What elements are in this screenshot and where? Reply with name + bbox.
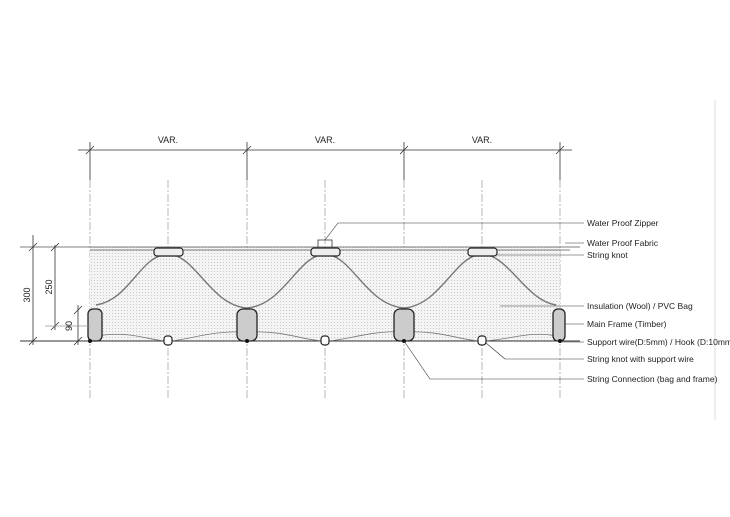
label-string-knot: String knot bbox=[587, 250, 628, 260]
height-dimensions bbox=[28, 235, 90, 346]
dim-total-height: 300 bbox=[22, 287, 32, 302]
bottom-string-knots bbox=[163, 335, 487, 346]
dim-insulation-height: 250 bbox=[44, 279, 54, 294]
label-string-connection: String Connection (bag and frame) bbox=[587, 374, 718, 384]
insulation-fill bbox=[90, 247, 560, 341]
span-label-1: VAR. bbox=[158, 135, 178, 145]
label-support-wire: Support wire(D:5mm) / Hook (D:10mm) bbox=[587, 337, 730, 347]
label-insulation: Insulation (Wool) / PVC Bag bbox=[587, 301, 693, 311]
callout-labels: Water Proof Zipper Water Proof Fabric St… bbox=[587, 218, 730, 384]
label-water-proof-zipper: Water Proof Zipper bbox=[587, 218, 659, 228]
span-dimension bbox=[78, 142, 572, 180]
string-knots bbox=[153, 247, 498, 257]
label-string-knot-support-wire: String knot with support wire bbox=[587, 354, 694, 364]
span-label-3: VAR. bbox=[472, 135, 492, 145]
leader-lines bbox=[324, 222, 584, 380]
label-main-frame: Main Frame (Timber) bbox=[587, 319, 667, 329]
label-water-proof-fabric: Water Proof Fabric bbox=[587, 238, 659, 248]
dim-frame-height: 90 bbox=[64, 321, 74, 331]
span-label-2: VAR. bbox=[315, 135, 335, 145]
